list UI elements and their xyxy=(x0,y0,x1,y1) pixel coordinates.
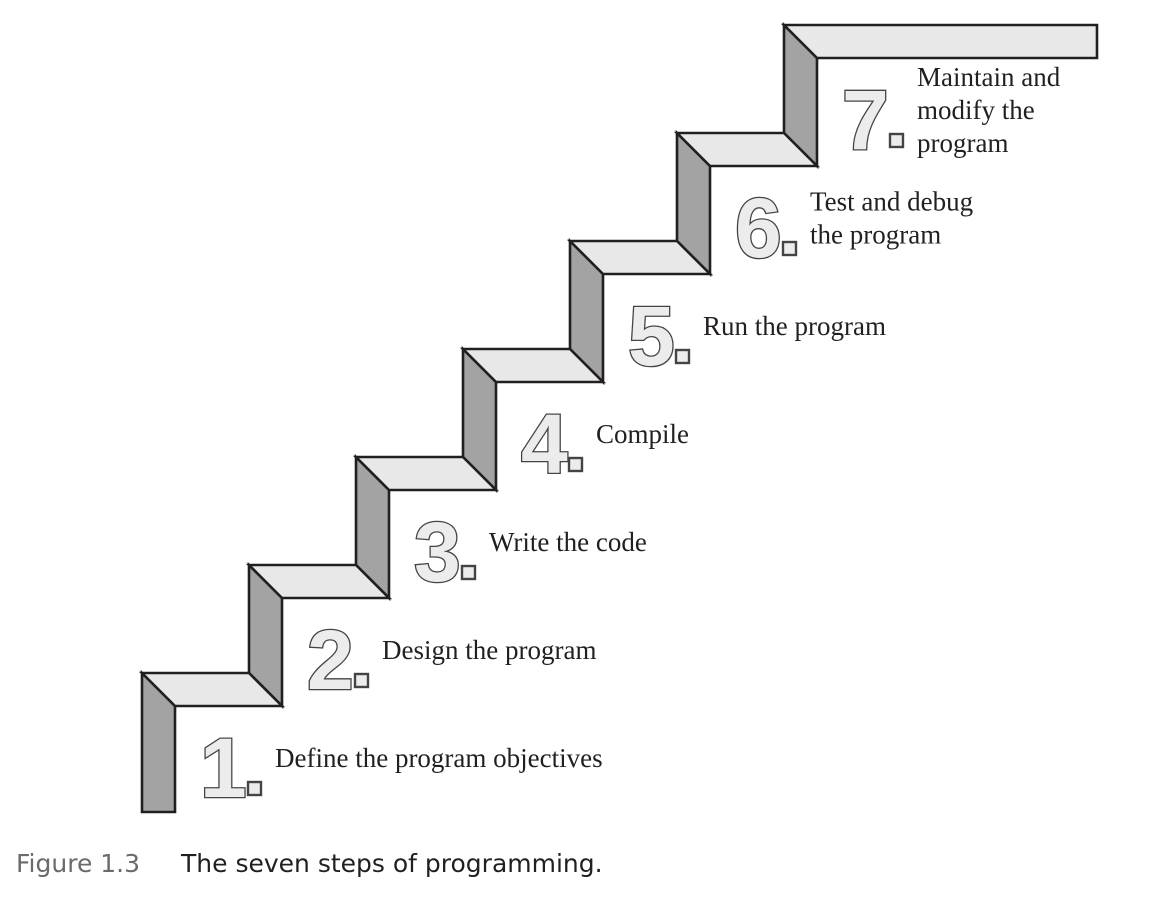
step-3: 3 Write the code xyxy=(413,504,647,601)
step-number: 3 xyxy=(414,505,461,599)
step-number-period xyxy=(353,672,370,689)
step-label-line: Maintain and xyxy=(917,62,1061,92)
step-label-line: Run the program xyxy=(703,311,886,341)
step-number-period xyxy=(567,456,584,473)
figure-caption: Figure 1.3 The seven steps of programmin… xyxy=(16,849,603,878)
step-number: 6 xyxy=(735,181,782,275)
tread-3 xyxy=(352,455,500,492)
step-label-line: Compile xyxy=(596,419,689,449)
step-5: 5 Run the program xyxy=(627,288,886,385)
step-number: 1 xyxy=(200,721,247,815)
step-label-line: the program xyxy=(810,220,941,250)
tread-7 xyxy=(780,23,1099,60)
step-label-line: modify the xyxy=(917,95,1035,125)
step-number: 2 xyxy=(307,613,354,707)
step-number-period xyxy=(888,132,905,149)
step-label-line: program xyxy=(917,128,1008,158)
step-number: 5 xyxy=(628,289,675,383)
tread-6 xyxy=(673,131,821,168)
stairs xyxy=(138,21,1099,814)
step-number-period xyxy=(674,348,691,365)
step-label-line: Design the program xyxy=(382,635,596,665)
caption-figure-number: Figure 1.3 xyxy=(16,849,140,878)
step-2: 2 Design the program xyxy=(306,612,597,709)
step-number-period xyxy=(460,564,477,581)
step-label-line: Define the program objectives xyxy=(275,743,603,773)
tread-4 xyxy=(459,347,607,384)
step-label-line: Test and debug xyxy=(810,187,973,217)
step-number: 7 xyxy=(842,73,889,167)
tread-5 xyxy=(566,239,714,276)
step-labels: 1 Define the program objectives 2 Design th… xyxy=(199,62,1061,817)
step-1: 1 Define the program objectives xyxy=(199,720,603,817)
step-number: 4 xyxy=(521,397,568,491)
step-label-line: Write the code xyxy=(489,527,647,557)
step-number-period xyxy=(246,780,263,797)
tread-1 xyxy=(138,671,286,708)
tread-2 xyxy=(245,563,393,600)
step-number-period xyxy=(781,240,798,257)
caption-text: The seven steps of programming. xyxy=(180,849,603,878)
step-4: 4 Compile xyxy=(520,396,689,493)
